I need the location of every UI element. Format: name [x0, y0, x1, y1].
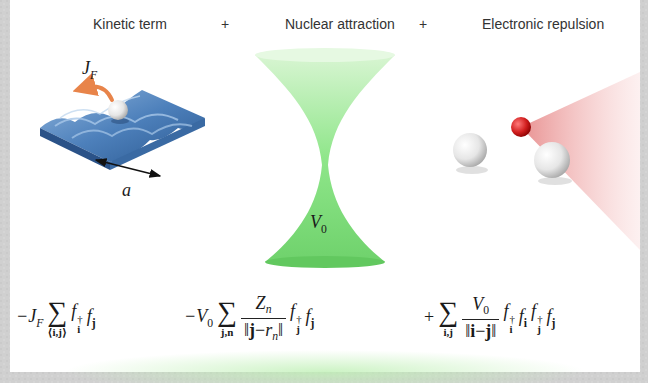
math-term: a: [122, 180, 131, 201]
potential-label: 0: [321, 223, 327, 236]
equation: †: [296, 314, 301, 325]
math-term: f†j: [531, 301, 542, 336]
equation-group: −V0∑j,nZn‖j−rn‖f†jfj: [184, 293, 314, 343]
equation: f: [547, 306, 552, 326]
math-term: +: [221, 16, 229, 32]
index-stack: †j: [537, 314, 542, 336]
equation: 0: [207, 317, 213, 330]
equation: n: [266, 303, 272, 316]
equation: †: [77, 314, 82, 325]
equation: ⟨i,j⟩: [48, 327, 68, 338]
equation: f: [503, 301, 508, 321]
math-term: Kinetic term: [93, 16, 167, 32]
math-term: JF: [82, 58, 97, 81]
math-term: +: [419, 16, 427, 32]
math-term: fj: [306, 306, 315, 329]
denominator: ‖i−j‖: [462, 319, 499, 342]
hopping-label: J: [82, 58, 90, 78]
equation: f: [519, 306, 524, 326]
sum-symbol: ∑⟨i,j⟩: [47, 298, 67, 338]
equation-group: +∑i,jV0‖i−j‖f†ifif†jfj: [424, 294, 555, 341]
equation: −J: [16, 306, 36, 326]
equation: f: [71, 301, 76, 321]
equation: n: [272, 330, 278, 343]
equation: ‖: [491, 321, 496, 341]
plus-sign-group: +: [215, 16, 235, 33]
hopping-label-group: JF: [82, 58, 97, 81]
equation: i: [470, 321, 475, 341]
equation: ∑: [217, 298, 237, 326]
equation: ∑: [438, 298, 458, 326]
equation: i: [509, 324, 514, 335]
equation: V: [472, 294, 483, 314]
equation: −: [475, 321, 485, 341]
potential-label-group: V0: [310, 212, 327, 235]
equation: †: [509, 314, 514, 325]
lattice-spacing-label: a: [122, 180, 131, 200]
equation: j: [296, 324, 301, 335]
equation: i: [77, 324, 82, 335]
equation: ‖: [465, 321, 470, 341]
equation: f: [87, 306, 92, 326]
equation: j,n: [221, 327, 234, 338]
denominator: ‖j−rn‖: [241, 318, 286, 344]
plus-sign: +: [419, 16, 427, 32]
math-term: V0: [310, 212, 327, 235]
equation: †: [537, 314, 542, 325]
plus-sign-group: +: [413, 16, 433, 33]
numerator: Zn: [253, 293, 275, 318]
fraction: Zn‖j−rn‖: [241, 293, 286, 343]
term-heading: Electronic repulsion: [482, 16, 604, 32]
fraction: V0‖i−j‖: [462, 294, 499, 341]
math-term: −JF: [16, 306, 43, 329]
math-term: +: [424, 307, 434, 328]
term-heading-group: Nuclear attraction: [285, 16, 365, 33]
equation: 0: [483, 304, 489, 317]
equation: +: [424, 307, 434, 327]
equation: i: [524, 317, 527, 330]
math-term: fj: [87, 306, 96, 329]
term-heading: Nuclear attraction: [285, 16, 395, 32]
equation: j: [537, 324, 542, 335]
sum-symbol: ∑i,j: [438, 298, 458, 338]
equation: f: [306, 306, 311, 326]
math-term: Electronic repulsion: [482, 16, 604, 32]
numerator: V0: [469, 294, 492, 319]
equation: r: [265, 320, 272, 340]
index-stack: †i: [77, 314, 82, 336]
equation: i,j: [443, 327, 452, 338]
equation: j: [249, 320, 255, 340]
equation: −V: [184, 306, 207, 326]
term-heading-group: Electronic repulsion: [482, 16, 572, 33]
math-term: f†j: [290, 301, 301, 336]
equation: Z: [256, 293, 266, 313]
math-term: fj: [547, 306, 556, 329]
equation: j: [552, 317, 556, 330]
math-term: f†i: [503, 301, 514, 336]
equation: F: [36, 317, 43, 330]
term-heading: Kinetic term: [93, 16, 167, 32]
equation-group: −JF∑⟨i,j⟩f†ifj: [16, 298, 96, 338]
sum-symbol: ∑j,n: [217, 298, 237, 338]
equation: ‖: [278, 320, 283, 340]
math-term: f†i: [71, 301, 82, 336]
potential-label: V: [310, 212, 321, 232]
math-term: fi: [519, 306, 527, 329]
lattice-spacing-label-group: a: [122, 180, 131, 201]
equation: j: [485, 321, 491, 341]
math-term: −V0: [184, 306, 213, 329]
hopping-label: F: [90, 69, 97, 82]
plus-sign: +: [221, 16, 229, 32]
equation: j: [311, 317, 315, 330]
equation: j: [92, 317, 96, 330]
equation: ∑: [47, 298, 67, 326]
equation: f: [290, 301, 295, 321]
equation: f: [531, 301, 536, 321]
math-term: Nuclear attraction: [285, 16, 395, 32]
index-stack: †j: [296, 314, 301, 336]
index-stack: †i: [509, 314, 514, 336]
equation: −: [255, 320, 265, 340]
term-heading-group: Kinetic term: [90, 16, 170, 33]
equation: ‖: [244, 320, 249, 340]
